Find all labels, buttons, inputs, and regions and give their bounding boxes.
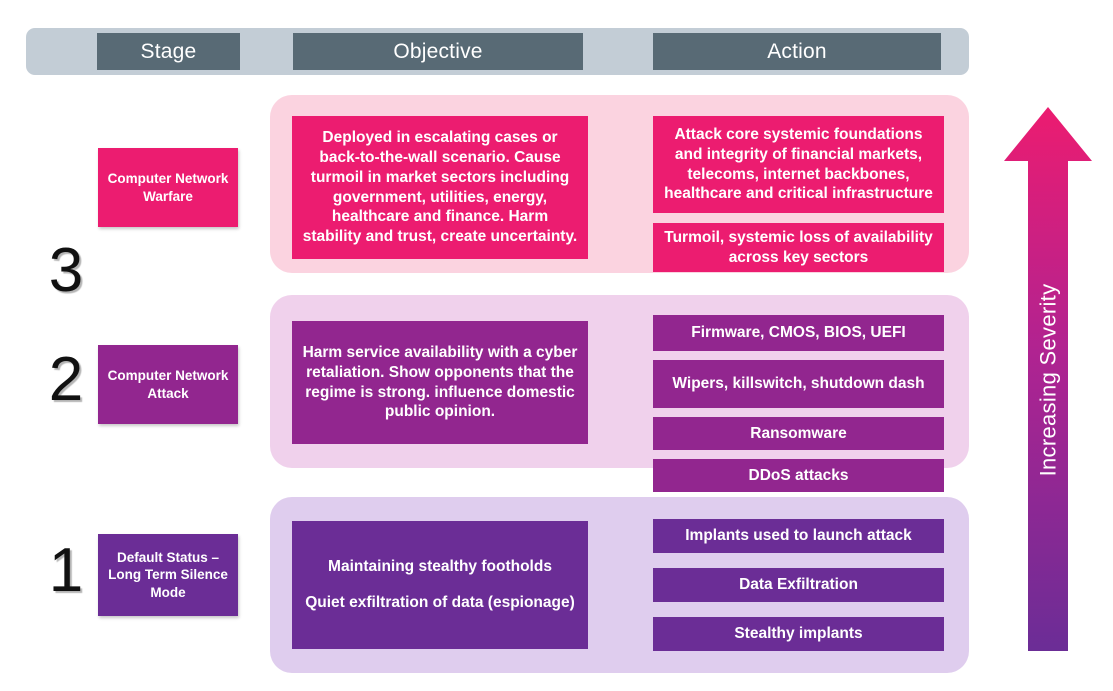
column-header-action-label: Action bbox=[767, 40, 827, 63]
action-list-3: Attack core systemic foundations and int… bbox=[653, 116, 944, 272]
action-item: Stealthy implants bbox=[653, 617, 944, 651]
column-header-objective: Objective bbox=[293, 33, 583, 70]
stage-number-2: 2 bbox=[48, 345, 84, 414]
stage-label-text-1: Default Status – Long Term Silence Mode bbox=[108, 550, 228, 600]
column-header-action: Action bbox=[653, 33, 941, 70]
action-item: Attack core systemic foundations and int… bbox=[653, 116, 944, 213]
action-list-1: Implants used to launch attack Data Exfi… bbox=[653, 519, 944, 651]
objective-box-1: Maintaining stealthy footholds Quiet exf… bbox=[292, 521, 588, 649]
stage-number-3: 3 bbox=[48, 236, 84, 305]
stage-label-box-1: Default Status – Long Term Silence Mode bbox=[98, 534, 238, 616]
column-header-objective-label: Objective bbox=[393, 40, 483, 63]
increasing-severity-arrow-icon bbox=[1000, 103, 1096, 655]
stage-row-1: 1 Default Status – Long Term Silence Mod… bbox=[0, 492, 1113, 677]
objective-text: Harm service availability with a cyber r… bbox=[302, 343, 578, 421]
stage-row-2: 2 Computer Network Attack Harm service a… bbox=[0, 289, 1113, 492]
action-item: DDoS attacks bbox=[653, 459, 944, 492]
action-item: Implants used to launch attack bbox=[653, 519, 944, 553]
stage-row-3: 3 Computer Network Warfare Deployed in e… bbox=[0, 88, 1113, 302]
stage-panel-2: Harm service availability with a cyber r… bbox=[270, 295, 969, 492]
stage-label-text-2: Computer Network Attack bbox=[107, 368, 229, 401]
objective-text: Quiet exfiltration of data (espionage) bbox=[305, 594, 575, 611]
stage-number-1: 1 bbox=[48, 536, 84, 605]
stage-label-text-3: Computer Network Warfare bbox=[107, 171, 229, 204]
objective-box-3: Deployed in escalating cases or back-to-… bbox=[292, 116, 588, 259]
objective-box-2: Harm service availability with a cyber r… bbox=[292, 321, 588, 444]
column-header-stage-label: Stage bbox=[140, 40, 197, 63]
action-item: Firmware, CMOS, BIOS, UEFI bbox=[653, 315, 944, 351]
column-header-bar: Stage Objective Action bbox=[26, 28, 969, 75]
objective-text: Deployed in escalating cases or back-to-… bbox=[302, 129, 578, 246]
stage-panel-3: Deployed in escalating cases or back-to-… bbox=[270, 95, 969, 273]
action-item: Data Exfiltration bbox=[653, 568, 944, 602]
stage-panel-1: Maintaining stealthy footholds Quiet exf… bbox=[270, 497, 969, 673]
action-item: Wipers, killswitch, shutdown dash bbox=[653, 360, 944, 408]
action-list-2: Firmware, CMOS, BIOS, UEFI Wipers, kills… bbox=[653, 315, 944, 492]
action-item: Ransomware bbox=[653, 417, 944, 450]
objective-text: Maintaining stealthy footholds bbox=[328, 558, 552, 576]
action-item: Turmoil, systemic loss of availability a… bbox=[653, 223, 944, 272]
column-header-stage: Stage bbox=[97, 33, 240, 70]
stage-label-box-3: Computer Network Warfare bbox=[98, 148, 238, 227]
stage-label-box-2: Computer Network Attack bbox=[98, 345, 238, 424]
